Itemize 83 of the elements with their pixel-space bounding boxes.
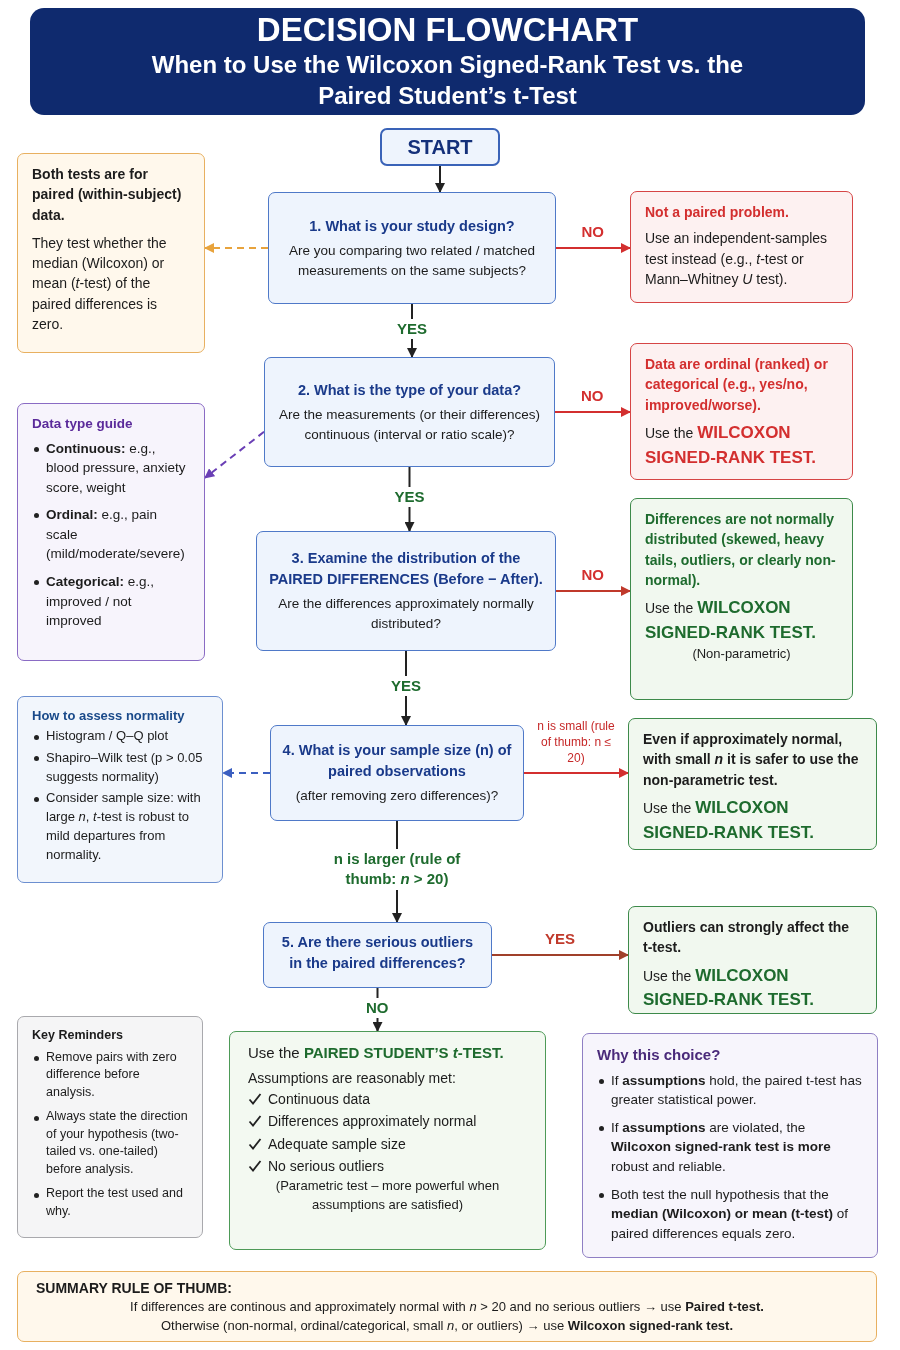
box-heading: Why this choice? bbox=[597, 1045, 722, 1065]
box-text: (after removing zero differences)? bbox=[295, 787, 499, 806]
bullet-item: Ordinal: e.g., pain scale (mild/moderate/severe) bbox=[46, 506, 186, 564]
outcome-box bbox=[630, 498, 853, 700]
box-heading: 2. What is the type of your data? bbox=[297, 380, 522, 400]
check-item: Adequate sample size bbox=[268, 1134, 406, 1154]
box-text: Are the differences approximately normally distributed? bbox=[277, 595, 535, 633]
bullet-item: If assumptions hold, the paired t-test has greater statistical power. bbox=[611, 1071, 863, 1110]
check-item: Continuous data bbox=[268, 1090, 370, 1110]
box-heading: 5. Are there serious outliers in the paired differences? bbox=[280, 933, 475, 973]
box-text: Otherwise (non-normal, ordinal/categorical, small n, or outliers) → use Wilcoxon signed-rank test. bbox=[159, 1317, 735, 1336]
bullet-item: If assumptions are violated, the Wilcoxon signed-rank test is more robust and reliable. bbox=[611, 1118, 832, 1176]
arrow bbox=[555, 586, 631, 596]
box-heading: Outliers can strongly affect the t-test. bbox=[643, 918, 851, 958]
dashed-arrow bbox=[204, 243, 269, 253]
edge-label: NO bbox=[364, 997, 391, 1018]
bullet-item: Report the test used and why. bbox=[46, 1185, 184, 1220]
subtitle: When to Use the Wilcoxon Signed-Rank Test vs. the Paired Student’s t-Test bbox=[150, 50, 745, 112]
outcome-box bbox=[628, 718, 877, 850]
decision-box bbox=[256, 531, 556, 651]
bullet-item: Both test the null hypothesis that the median (Wilcoxon) or mean (t-test) of paired differences equals zero. bbox=[611, 1185, 849, 1243]
box-text: Use the WILCOXON SIGNED-RANK TEST. bbox=[645, 597, 817, 644]
arrow bbox=[555, 243, 631, 253]
guide-box bbox=[17, 403, 205, 661]
box-heading: SUMMARY RULE OF THUMB: bbox=[36, 1279, 233, 1298]
edge-label: YES bbox=[389, 676, 423, 697]
dashed-arrow bbox=[204, 430, 265, 479]
outcome-box bbox=[628, 906, 877, 1014]
decision-box bbox=[264, 357, 555, 467]
bullet-item: Histogram / Q–Q plot bbox=[46, 726, 169, 745]
box-note: (Parametric test – more powerful when assumptions are satisfied) bbox=[274, 1177, 501, 1215]
title: DECISION FLOWCHART bbox=[256, 11, 639, 50]
edge-label: YES bbox=[395, 318, 429, 339]
arrow bbox=[491, 950, 629, 960]
bullet-item: Always state the direction of your hypothesis (two-tailed vs. one-tailed) before analysis. bbox=[46, 1108, 188, 1178]
check-item: No serious outliers bbox=[268, 1156, 384, 1176]
title-banner bbox=[30, 8, 865, 115]
arrow bbox=[554, 407, 631, 417]
bullet-item: Consider sample size: with large n, t-test is robust to mild departures from normality. bbox=[46, 789, 202, 864]
bullet-item: Remove pairs with zero difference before analysis. bbox=[46, 1048, 178, 1101]
decision-box bbox=[268, 192, 556, 304]
bullet-item: Categorical: e.g., improved / not improved bbox=[46, 572, 156, 631]
box-heading: Not a paired problem. bbox=[645, 203, 790, 222]
summary-box bbox=[17, 1271, 877, 1342]
start-label: START bbox=[407, 135, 473, 160]
outcome-box bbox=[630, 343, 853, 480]
box-heading: Even if approximately normal, with small n it is safer to use the non-parametric test. bbox=[643, 730, 860, 790]
start-box bbox=[380, 128, 500, 166]
arrow bbox=[523, 768, 629, 778]
box-text: If differences are continous and approximately normal with n > 20 and no serious outliers → use Paired t-test. bbox=[129, 1298, 765, 1317]
box-heading: 4. What is your sample size (n) of paired observations bbox=[281, 741, 513, 782]
explanation-box bbox=[582, 1033, 878, 1258]
decision-box bbox=[263, 922, 492, 988]
note-box bbox=[17, 153, 205, 353]
box-heading: Data type guide bbox=[32, 415, 134, 433]
guide-box bbox=[17, 696, 223, 883]
box-heading: Both tests are for paired (within-subject) data. bbox=[32, 165, 183, 225]
box-text: Are you comparing two related / matched measurements on the same subjects? bbox=[287, 241, 537, 280]
box-text: Use the WILCOXON SIGNED-RANK TEST. bbox=[643, 964, 815, 1012]
box-heading: Key Reminders bbox=[32, 1027, 124, 1044]
edge-label: YES bbox=[392, 487, 427, 508]
decision-box bbox=[270, 725, 524, 821]
box-heading: Data are ordinal (ranked) or categorical (e.g., yes/no, improved/worse). bbox=[645, 355, 829, 415]
box-heading: 1. What is your study design? bbox=[309, 216, 515, 236]
arrow bbox=[435, 165, 445, 193]
box-note: (Non-parametric) bbox=[691, 645, 792, 664]
box-text: Are the measurements (or their differences) continuous (interval or ratio scale)? bbox=[278, 405, 541, 444]
bullet-item: Continuous: e.g., blood pressure, anxiety score, weight bbox=[46, 439, 187, 497]
box-heading: Differences are not normally distributed (skewed, heavy tails, outliers, or clearly non-normal). bbox=[645, 510, 837, 590]
check-item: Differences approximately normal bbox=[268, 1112, 477, 1132]
result-box bbox=[229, 1031, 546, 1250]
reminder-box bbox=[17, 1016, 203, 1238]
bullet-item: Shapiro–Wilk test (p > 0.05 suggests normality) bbox=[46, 748, 204, 786]
box-heading: 3. Examine the distribution of the PAIRED DIFFERENCES (Before − After). bbox=[268, 549, 544, 590]
box-text: Use an independent-samples test instead (e.g., t-test or Mann–Whitney U test). bbox=[645, 229, 829, 289]
dashed-arrow bbox=[222, 768, 271, 778]
box-heading: Use the PAIRED STUDENT’S t-TEST. bbox=[248, 1043, 505, 1063]
box-heading: How to assess normality bbox=[32, 707, 186, 725]
box-text: Use the WILCOXON SIGNED-RANK TEST. bbox=[643, 796, 815, 844]
box-text: Assumptions are reasonably met: bbox=[248, 1068, 457, 1088]
outcome-box bbox=[630, 191, 853, 303]
box-text: They test whether the median (Wilcoxon) or mean (t-test) of the paired differences is zero. bbox=[32, 233, 168, 335]
box-text: Use the WILCOXON SIGNED-RANK TEST. bbox=[645, 421, 817, 469]
